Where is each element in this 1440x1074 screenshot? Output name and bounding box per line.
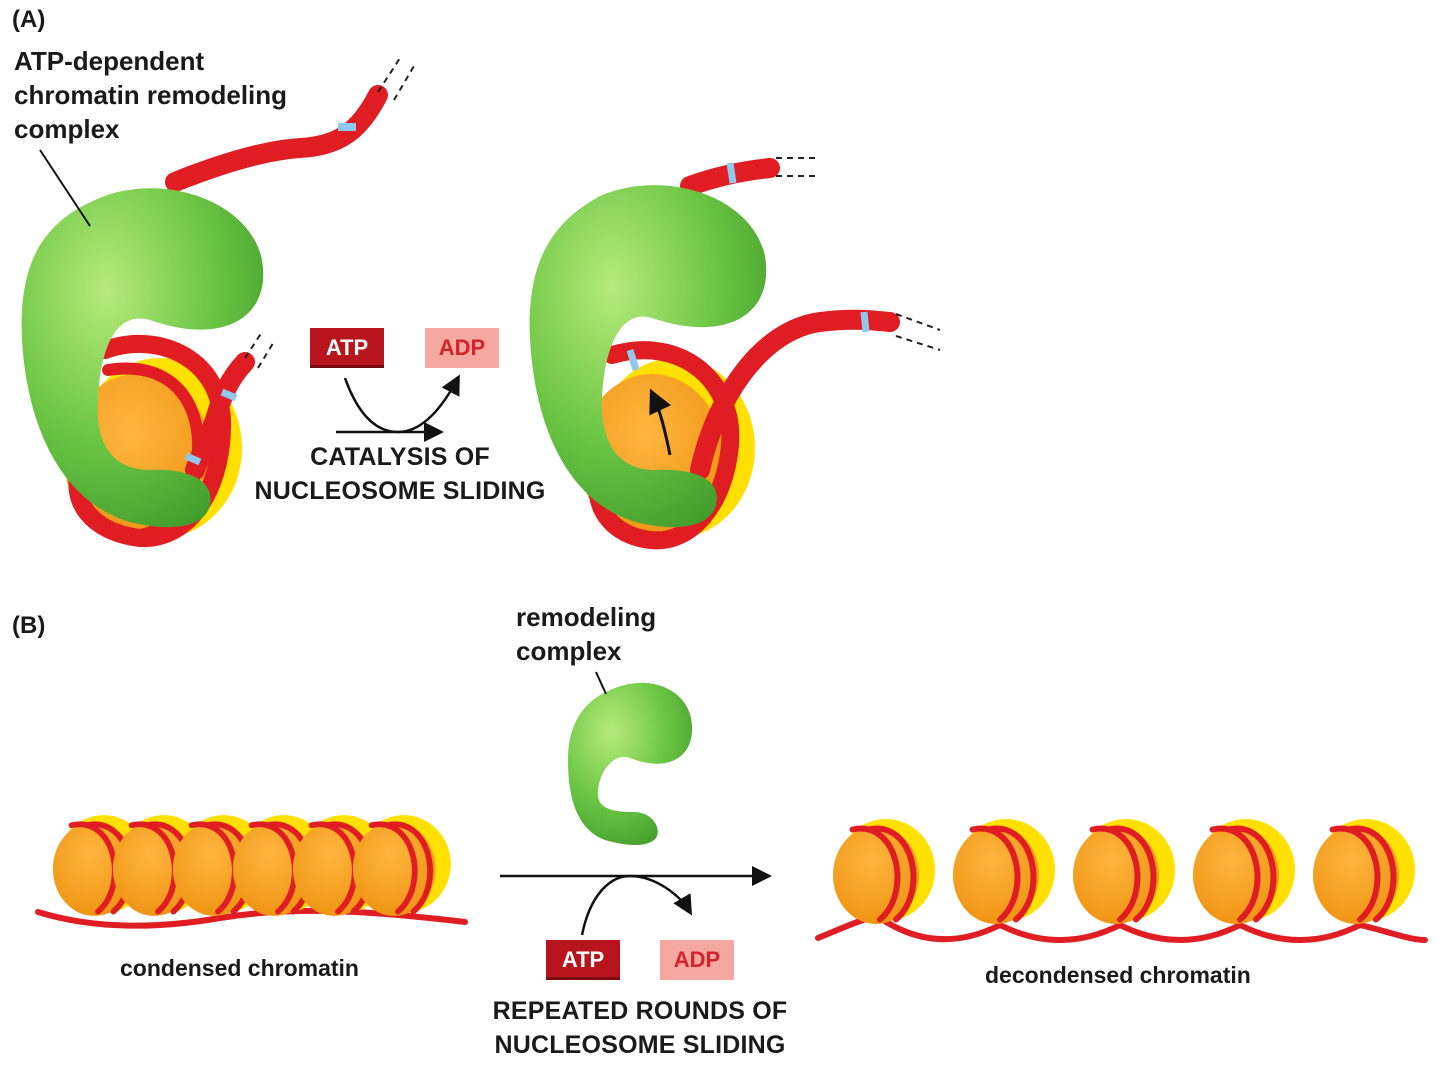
adp-box: ADP	[660, 940, 734, 980]
dna-turn	[985, 825, 1037, 923]
decondensed-chromatin-caption: decondensed chromatin	[985, 962, 1251, 988]
nucleosome	[1313, 819, 1415, 924]
dna-turn	[1345, 825, 1397, 923]
decondensed-chromatin	[815, 819, 1428, 943]
atp-box: ATP	[310, 328, 384, 368]
dna-strand	[165, 85, 388, 192]
panel-b-reaction	[500, 866, 772, 936]
dna-turn	[384, 821, 433, 915]
linker-dna	[815, 914, 1428, 943]
nucleosome	[953, 819, 1055, 924]
adp-box: ADP	[425, 328, 499, 368]
panel-a-label: (A)	[12, 6, 46, 33]
callout-line-1: remodeling	[516, 602, 657, 632]
nucleosome	[352, 815, 451, 916]
callout-line-2: complex	[516, 636, 622, 666]
remodeling-complex-callout: ATP-dependent chromatin remodeling compl…	[14, 44, 287, 146]
remodeling-complex-callout-b: remodeling complex	[516, 600, 656, 668]
callout-line	[39, 149, 91, 227]
panel-a-left-complex	[21, 57, 415, 547]
condensed-chromatin-caption: condensed chromatin	[120, 955, 359, 981]
process-line-2: NUCLEOSOME SLIDING	[494, 1031, 786, 1059]
dna-turn	[1105, 825, 1157, 923]
atp-box: ATP	[546, 940, 620, 980]
condensed-chromatin	[35, 815, 468, 929]
panel-a-process-label: CATALYSIS OF NUCLEOSOME SLIDING	[240, 440, 560, 508]
sliding-arrow	[649, 388, 672, 456]
dna-wrap	[68, 334, 232, 547]
nucleosome	[833, 819, 935, 924]
nucleosome	[1193, 819, 1295, 924]
dna-turn	[865, 825, 917, 923]
panel-a-reaction	[336, 374, 460, 442]
dna-turn	[1225, 825, 1277, 923]
panel-a-right-complex	[529, 157, 941, 550]
nucleosome	[1073, 819, 1175, 924]
callout-line-3: complex	[14, 114, 120, 144]
process-line-1: CATALYSIS OF	[310, 443, 490, 471]
process-line-2: NUCLEOSOME SLIDING	[254, 477, 546, 505]
panel-b-label: (B)	[12, 612, 46, 639]
callout-line-2: chromatin remodeling	[14, 80, 288, 110]
panel-b-remodeler	[568, 671, 693, 845]
process-line-1: REPEATED ROUNDS OF	[492, 997, 788, 1025]
panel-b-process-label: REPEATED ROUNDS OF NUCLEOSOME SLIDING	[470, 994, 810, 1062]
remodeling-complex-shape	[21, 188, 264, 528]
callout-line-1: ATP-dependent	[14, 46, 205, 76]
